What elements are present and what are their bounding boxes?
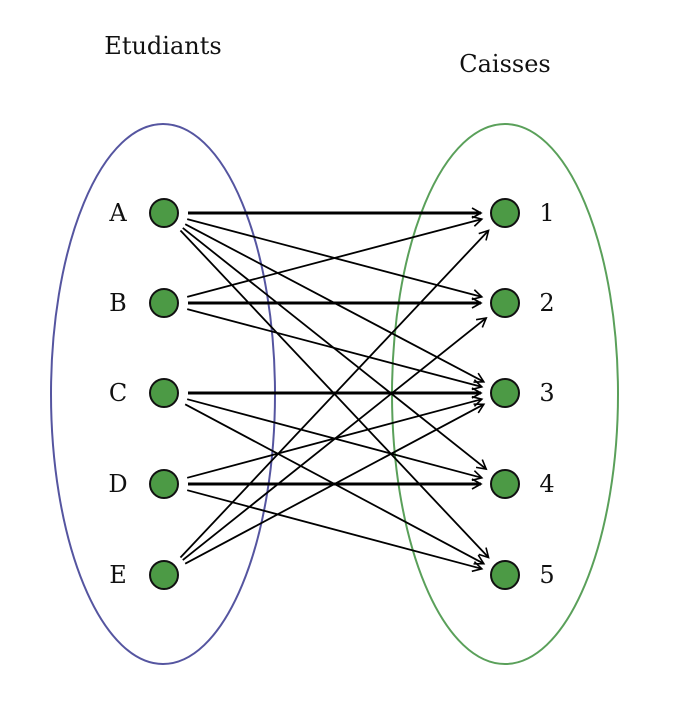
edge-B-3 [186, 308, 484, 391]
counter-label: 5 [539, 561, 554, 589]
edge-B-1 [186, 215, 484, 298]
edge-E-2 [182, 316, 488, 561]
counter-label: 1 [539, 199, 554, 227]
students-title: Etudiants [104, 32, 221, 60]
edge-D-5 [186, 489, 484, 573]
counter-node-2 [490, 288, 520, 318]
edges-group [179, 207, 490, 573]
student-label: A [108, 199, 127, 227]
counter-label: 3 [539, 379, 554, 407]
counter-node-1 [490, 198, 520, 228]
student-label: E [109, 561, 127, 589]
student-label: D [108, 470, 127, 498]
counter-node-4 [490, 469, 520, 499]
student-node-D [149, 469, 179, 499]
counter-label: 4 [539, 470, 554, 498]
nodes-group: A B C D E 1 2 3 4 5 [108, 198, 555, 590]
counter-node-3 [490, 378, 520, 408]
edge-E-3 [184, 403, 486, 565]
student-node-E [149, 560, 179, 590]
counters-title: Caisses [459, 50, 551, 78]
edge-E-1 [179, 229, 490, 559]
counter-node-5 [490, 560, 520, 590]
student-node-A [149, 198, 179, 228]
student-label: B [109, 289, 127, 317]
student-label: C [109, 379, 127, 407]
counter-label: 2 [539, 289, 554, 317]
student-node-C [149, 378, 179, 408]
student-node-B [149, 288, 179, 318]
